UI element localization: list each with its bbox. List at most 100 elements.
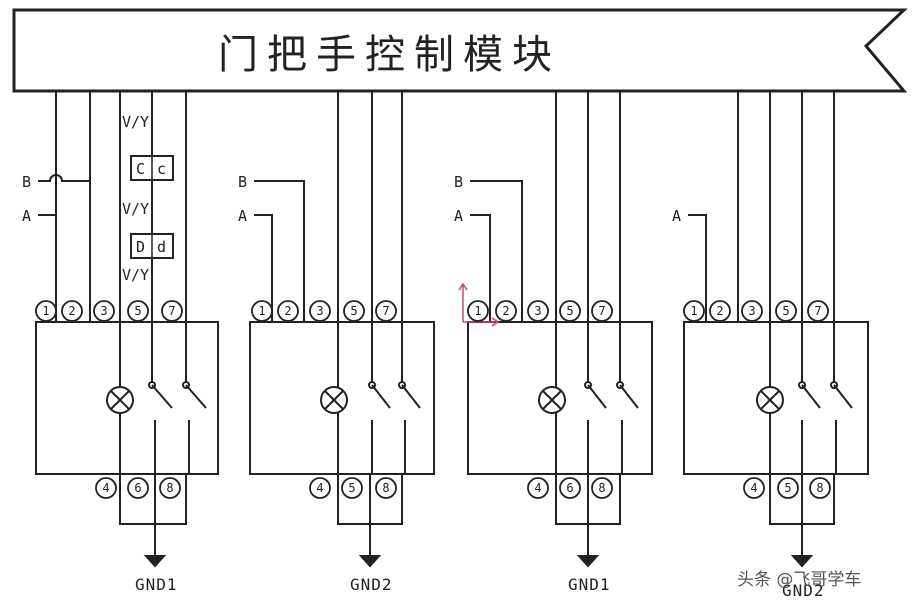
module-1-bottom-pin-4-label: 4 xyxy=(102,481,109,495)
module-1-top-pin-7-circle xyxy=(161,300,183,322)
handle-module-1 xyxy=(35,91,219,568)
connector-d-left: D xyxy=(136,238,145,256)
module-1-bottom-pin-6-circle xyxy=(127,477,149,499)
module-3-bottom-pin-6-circle xyxy=(559,477,581,499)
module-4-bottom-pin-4-label: 4 xyxy=(750,481,757,495)
module-4-top-pin-3-circle xyxy=(741,300,763,322)
module-1-top-pin-1-circle xyxy=(35,300,57,322)
module-2-bottom-pin-5-label: 5 xyxy=(348,481,355,495)
module-3-top-pin-3-label: 3 xyxy=(534,304,541,318)
module-3-bottom-pin-8-circle xyxy=(591,477,613,499)
wire-a-label-1: A xyxy=(22,207,31,225)
module-3-top-pin-1-label: 1 xyxy=(474,304,481,318)
module-2-bottom-pin-4-label: 4 xyxy=(316,481,323,495)
module-3-top-pin-1-circle xyxy=(467,300,489,322)
module-2-lamp-icon xyxy=(320,386,348,414)
module-4-bottom-pin-4-circle xyxy=(743,477,765,499)
wire-a-label-4: A xyxy=(672,207,681,225)
module-3-box xyxy=(467,321,653,475)
module-1-box xyxy=(35,321,219,475)
module-4-top-pin-1-label: 1 xyxy=(690,304,697,318)
connector-d-right: d xyxy=(157,238,166,256)
module-3-top-pin-2-label: 2 xyxy=(502,304,509,318)
module-2-top-pin-1-label: 1 xyxy=(258,304,265,318)
module-2-bottom-pin-8-label: 8 xyxy=(382,481,389,495)
module-3-top-pin-7-circle xyxy=(591,300,613,322)
module-4-bottom-pin-5-label: 5 xyxy=(784,481,791,495)
module-2-top-pin-7-label: 7 xyxy=(382,304,389,318)
module-1-top-pin-2-label: 2 xyxy=(68,304,75,318)
control-module-banner: 门把手控制模块 xyxy=(12,8,908,93)
module-1-top-pin-3-label: 3 xyxy=(100,304,107,318)
module-3-top-pin-7-label: 7 xyxy=(598,304,605,318)
module-4-bottom-pin-5-circle xyxy=(777,477,799,499)
module-4-top-pin-7-circle xyxy=(807,300,829,322)
banner-title: 门把手控制模块 xyxy=(218,32,561,78)
connector-c-left: C xyxy=(136,160,145,178)
module-4-bottom-pin-8-circle xyxy=(809,477,831,499)
module-1-top-pin-1-label: 1 xyxy=(42,304,49,318)
module-1-top-pin-2-circle xyxy=(61,300,83,322)
watermark: 头条 @飞哥学车 xyxy=(737,570,861,590)
module-3-bottom-pin-8-label: 8 xyxy=(598,481,605,495)
module-2-top-pin-5-label: 5 xyxy=(350,304,357,318)
module-2-top-pin-3-label: 3 xyxy=(316,304,323,318)
ground-label-1: GND1 xyxy=(135,575,178,594)
module-4-top-pin-7-label: 7 xyxy=(814,304,821,318)
wire-color-label-3: V/Y xyxy=(122,266,149,284)
module-2-bottom-pin-5-circle xyxy=(341,477,363,499)
module-3-top-pin-3-circle xyxy=(527,300,549,322)
wire-color-label-1: V/Y xyxy=(122,113,149,131)
wire-b-label-1: B xyxy=(22,173,31,191)
module-3-bottom-pin-6-label: 6 xyxy=(566,481,573,495)
module-3-bottom-pin-4-circle xyxy=(527,477,549,499)
module-4-top-pin-3-label: 3 xyxy=(748,304,755,318)
module-2-bottom-pin-4-circle xyxy=(309,477,331,499)
module-1-bottom-pin-4-circle xyxy=(95,477,117,499)
module-2-box xyxy=(249,321,435,475)
module-1-top-pin-7-label: 7 xyxy=(168,304,175,318)
handle-module-3 xyxy=(467,91,653,568)
module-3-top-pin-2-circle xyxy=(495,300,517,322)
connector-c-right: c xyxy=(157,160,166,178)
wire-color-label-2: V/Y xyxy=(122,200,149,218)
module-4-top-pin-2-label: 2 xyxy=(716,304,723,318)
wire-a-label-3: A xyxy=(454,207,463,225)
connector-c: C c xyxy=(130,155,174,181)
connector-d: D d xyxy=(130,233,174,259)
module-3-lamp-icon xyxy=(538,386,566,414)
module-2-top-pin-2-circle xyxy=(277,300,299,322)
module-1-bottom-pin-8-label: 8 xyxy=(166,481,173,495)
handle-module-4 xyxy=(683,91,869,568)
axis-marker-icon xyxy=(458,282,500,327)
module-4-top-pin-5-label: 5 xyxy=(782,304,789,318)
module-2-top-pin-5-circle xyxy=(343,300,365,322)
module-4-bottom-pin-8-label: 8 xyxy=(816,481,823,495)
module-1-bottom-pin-8-circle xyxy=(159,477,181,499)
module-4-top-pin-5-circle xyxy=(775,300,797,322)
module-1-top-pin-5-circle xyxy=(127,300,149,322)
handle-module-2 xyxy=(249,91,435,568)
wire-b-label-3: B xyxy=(454,173,463,191)
pin-markers: 1 2 3 5 7 4 6 8 1 2 3 5 7 4 5 8 1 2 3 5 7 4 6 8 1 2 3 5 7 4 5 8 xyxy=(35,300,831,499)
module-2-top-pin-3-circle xyxy=(309,300,331,322)
ground-label-2: GND2 xyxy=(350,575,393,594)
module-1-top-pin-3-circle xyxy=(93,300,115,322)
module-2-top-pin-2-label: 2 xyxy=(284,304,291,318)
module-1-top-pin-5-label: 5 xyxy=(134,304,141,318)
wire-a-label-2: A xyxy=(238,207,247,225)
module-4-box xyxy=(683,321,869,475)
module-3-top-pin-5-label: 5 xyxy=(566,304,573,318)
module-4-top-pin-1-circle xyxy=(683,300,705,322)
module-2-top-pin-1-circle xyxy=(251,300,273,322)
ground-label-4: GND2 xyxy=(782,581,825,600)
module-3-top-pin-5-circle xyxy=(559,300,581,322)
module-3-bottom-pin-4-label: 4 xyxy=(534,481,541,495)
module-2-bottom-pin-8-circle xyxy=(375,477,397,499)
module-1-bottom-pin-6-label: 6 xyxy=(134,481,141,495)
module-4-top-pin-2-circle xyxy=(709,300,731,322)
module-2-top-pin-7-circle xyxy=(375,300,397,322)
wire-b-label-2: B xyxy=(238,173,247,191)
ground-label-3: GND1 xyxy=(568,575,611,594)
